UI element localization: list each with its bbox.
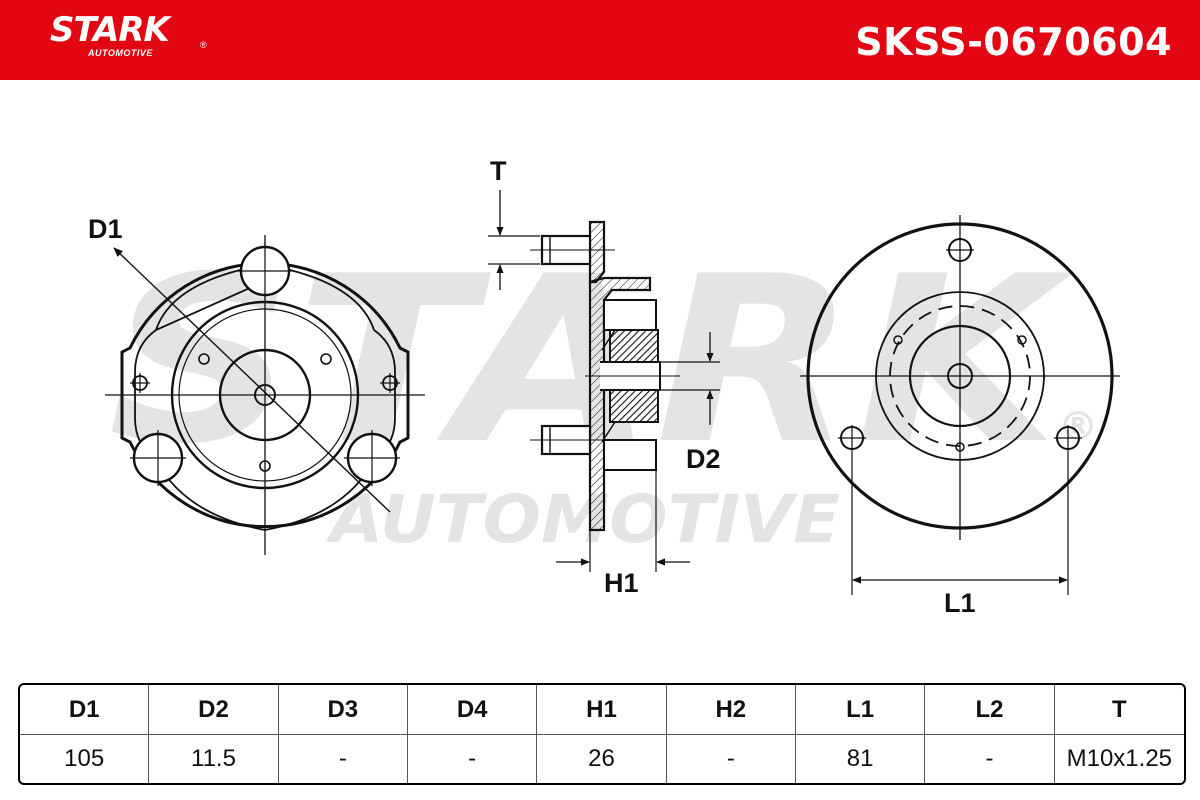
spec-header-h1: H1 (537, 685, 667, 735)
spec-value-d2: 11.5 (149, 735, 279, 783)
spec-header-l2: L2 (925, 685, 1055, 735)
watermark-subtitle: AUTOMOTIVE (325, 481, 840, 558)
spec-header-d1: D1 (20, 685, 150, 735)
logo-registered-mark: ® (200, 40, 207, 50)
spec-header-d4: D4 (407, 685, 538, 735)
hub-cross-section (488, 190, 720, 572)
spec-value-l2: - (925, 735, 1055, 783)
spec-value-t: M10x1.25 (1066, 745, 1173, 772)
spec-header-d3: D3 (278, 685, 408, 735)
spec-value-h1: 26 (537, 735, 667, 783)
stark-logo: STARK ® AUTOMOTIVE (50, 10, 207, 58)
part-number: SKSS-0670604 (855, 20, 1172, 64)
spec-header-d2: D2 (149, 685, 279, 735)
hub-rear-view (800, 215, 1120, 595)
hub-front-view (105, 235, 425, 555)
spec-table: D1 D2 D3 D4 H1 H2 L1 L2 T 105 11.5 - - 2… (18, 683, 1186, 785)
label-l1: L1 (944, 588, 976, 618)
spec-value-h2: - (667, 735, 796, 783)
label-d2: D2 (686, 444, 721, 474)
logo-subtitle: AUTOMOTIVE (88, 48, 153, 58)
spec-header-l1: L1 (795, 685, 926, 735)
spec-value-d1: 105 (20, 735, 150, 783)
logo-brand: STARK (50, 10, 170, 50)
spec-value-l1: 81 (796, 735, 926, 783)
label-h1: H1 (604, 568, 639, 598)
spec-value-d4: - (408, 735, 538, 783)
spec-header-h2: H2 (666, 685, 796, 735)
spec-header-t: T (1054, 685, 1184, 735)
spec-value-d3: - (279, 735, 408, 783)
technical-drawing: STARK AUTOMOTIVE ® D1 (88, 156, 1120, 618)
label-t: T (490, 156, 507, 186)
label-d1: D1 (88, 214, 123, 244)
header-bar: STARK ® AUTOMOTIVE SKSS-0670604 (0, 0, 1200, 80)
